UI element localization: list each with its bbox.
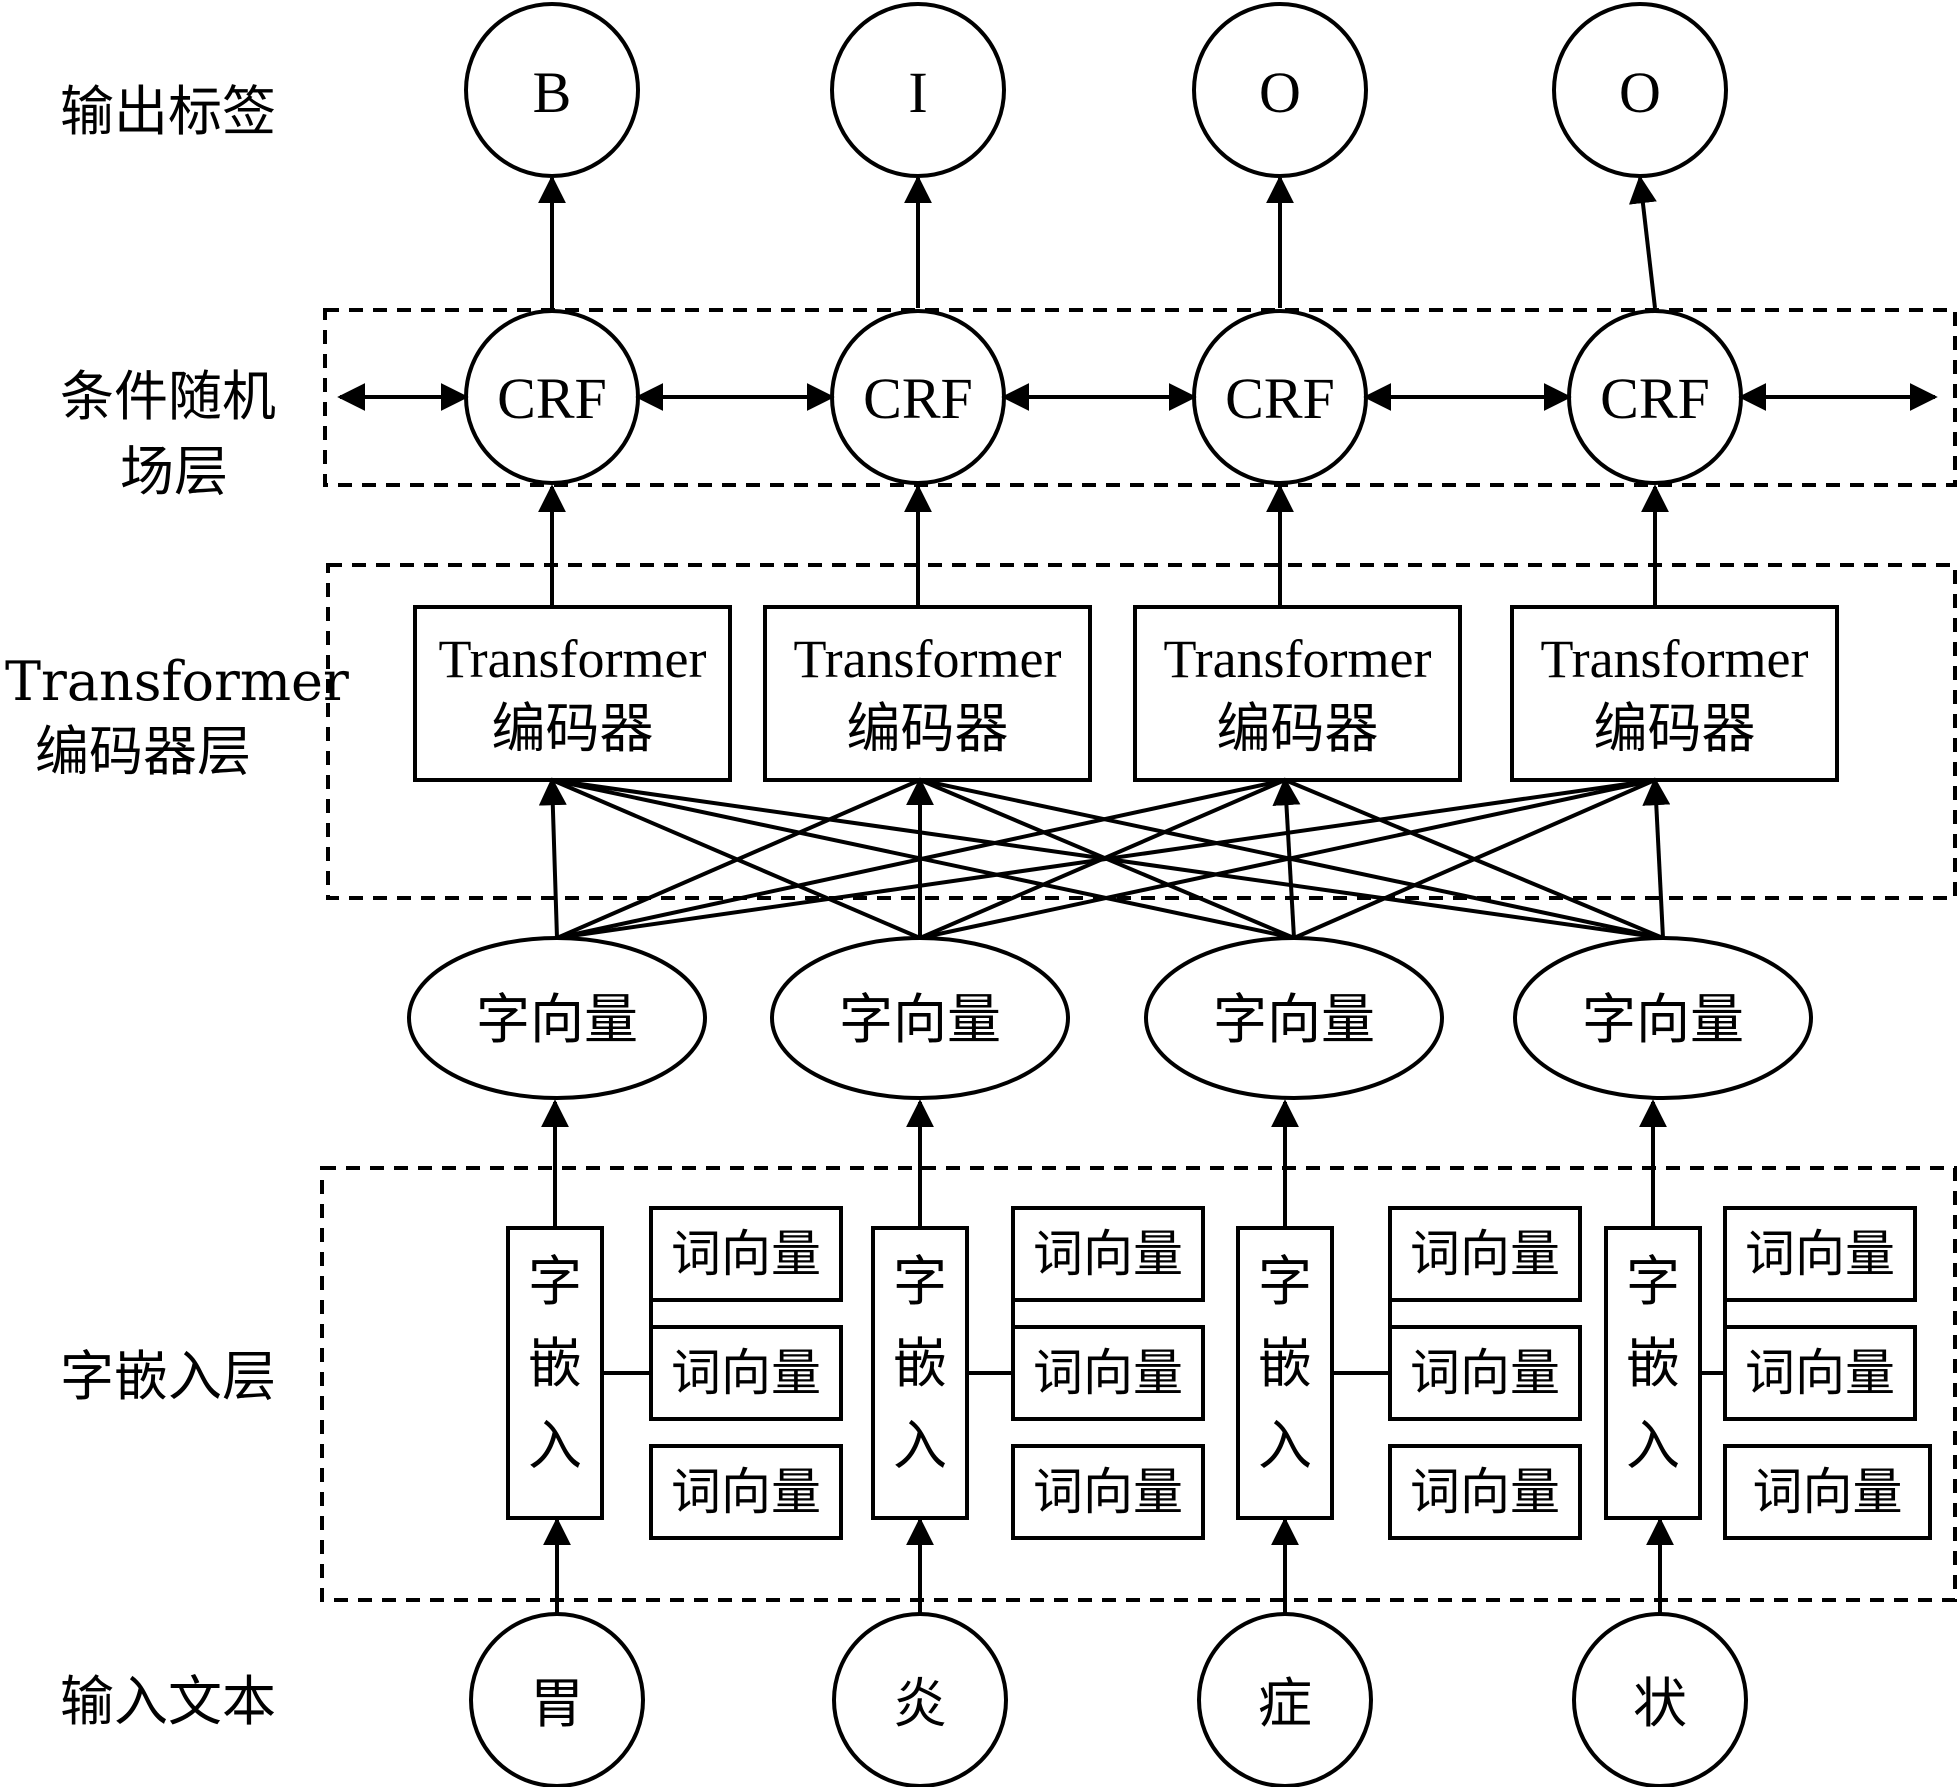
char-vector-label: 字向量 [1213,988,1375,1051]
char-embedding-char: 入 [1258,1414,1312,1477]
transformer-encoder-subtitle: 编码器 [847,697,1009,760]
word-vector-box [649,1444,843,1540]
char-embedding-char: 入 [1626,1414,1680,1477]
word-vector-box [1388,1325,1582,1421]
word-vector-box [649,1206,843,1302]
layer-label-transformer-1: Transformer [5,650,349,713]
word-vector-label: 词向量 [1753,1463,1903,1521]
arrow-crf-to-output [1628,175,1657,309]
char-embedding-char: 入 [893,1414,947,1477]
embedding-layer-box [320,1166,1957,1602]
char-embedding-char: 字 [893,1250,947,1313]
char-embedding-box [1604,1226,1702,1520]
crf-label: CRF [863,366,973,431]
word-vector-box [1723,1206,1917,1302]
transformer-encoder-subtitle: 编码器 [492,697,654,760]
char-embedding-char: 嵌 [1626,1332,1680,1395]
transformer-encoder-box [763,605,1092,782]
layer-label-output: 输出标签 [60,80,276,143]
transformer-encoder-box [413,605,732,782]
char-embedding-char: 字 [528,1250,582,1313]
transformer-encoder-box [1510,605,1839,782]
char-embedding-char: 字 [1258,1250,1312,1313]
transformer-encoder-title: Transformer [794,629,1062,689]
word-vector-label: 词向量 [1745,1344,1895,1402]
input-char: 症 [1258,1672,1312,1735]
attention-edge [551,778,921,940]
transformer-encoder-title: Transformer [439,629,707,689]
word-vector-box [1723,1325,1917,1421]
transformer-encoder-title: Transformer [1541,629,1809,689]
attention-edge [919,778,1664,940]
attention-edge [1642,777,1671,939]
char-embedding-char: 字 [1626,1250,1680,1313]
word-vector-label: 词向量 [671,1344,821,1402]
layer-label-input: 输入文本 [60,1670,276,1733]
attention-edge [551,778,1295,940]
word-vector-box [1011,1325,1205,1421]
layer-label-crf-1: 条件随机 [60,365,276,428]
layer-label-embedding: 字嵌入层 [60,1345,276,1408]
output-tag: B [533,60,572,125]
output-tag: I [908,60,927,125]
word-vector-label: 词向量 [671,1225,821,1283]
char-embedding-char: 入 [528,1414,582,1477]
char-vector-label: 字向量 [839,988,1001,1051]
word-vector-label: 词向量 [1410,1344,1560,1402]
crf-label: CRF [1600,366,1710,431]
crf-layer-box [323,308,1957,487]
char-vector-label: 字向量 [476,988,638,1051]
word-vector-box [649,1325,843,1421]
input-char: 炎 [893,1672,947,1735]
word-vector-box [1388,1206,1582,1302]
word-vector-label: 词向量 [671,1463,821,1521]
word-vector-box [1011,1206,1205,1302]
word-vector-box [1011,1444,1205,1540]
word-vector-box [1388,1444,1582,1540]
output-tag: O [1619,60,1661,125]
output-tag: O [1259,60,1301,125]
transformer-encoder-box [1133,605,1462,782]
transformer-layer-box [326,563,1957,900]
word-vector-label: 词向量 [1033,1225,1183,1283]
crf-label: CRF [1225,366,1335,431]
word-vector-label: 词向量 [1033,1344,1183,1402]
char-embedding-box [1236,1226,1334,1520]
attention-edge [1284,778,1664,940]
char-embedding-char: 嵌 [528,1332,582,1395]
word-vector-label: 词向量 [1410,1225,1560,1283]
layer-label-crf-2: 场层 [120,440,228,503]
word-vector-label: 词向量 [1410,1463,1560,1521]
attention-edge [538,777,567,939]
char-embedding-char: 嵌 [1258,1332,1312,1395]
attention-edge [551,778,1664,940]
layer-label-transformer-2: 编码器层 [35,720,251,783]
transformer-encoder-title: Transformer [1164,629,1432,689]
transformer-encoder-subtitle: 编码器 [1594,697,1756,760]
input-char: 状 [1633,1672,1687,1735]
word-vector-label: 词向量 [1033,1463,1183,1521]
char-vector-label: 字向量 [1582,988,1744,1051]
word-vector-label: 词向量 [1745,1225,1895,1283]
char-embedding-char: 嵌 [893,1332,947,1395]
word-vector-box [1723,1444,1932,1540]
transformer-encoder-subtitle: 编码器 [1217,697,1379,760]
crf-label: CRF [497,366,607,431]
input-char: 胃 [530,1672,584,1735]
